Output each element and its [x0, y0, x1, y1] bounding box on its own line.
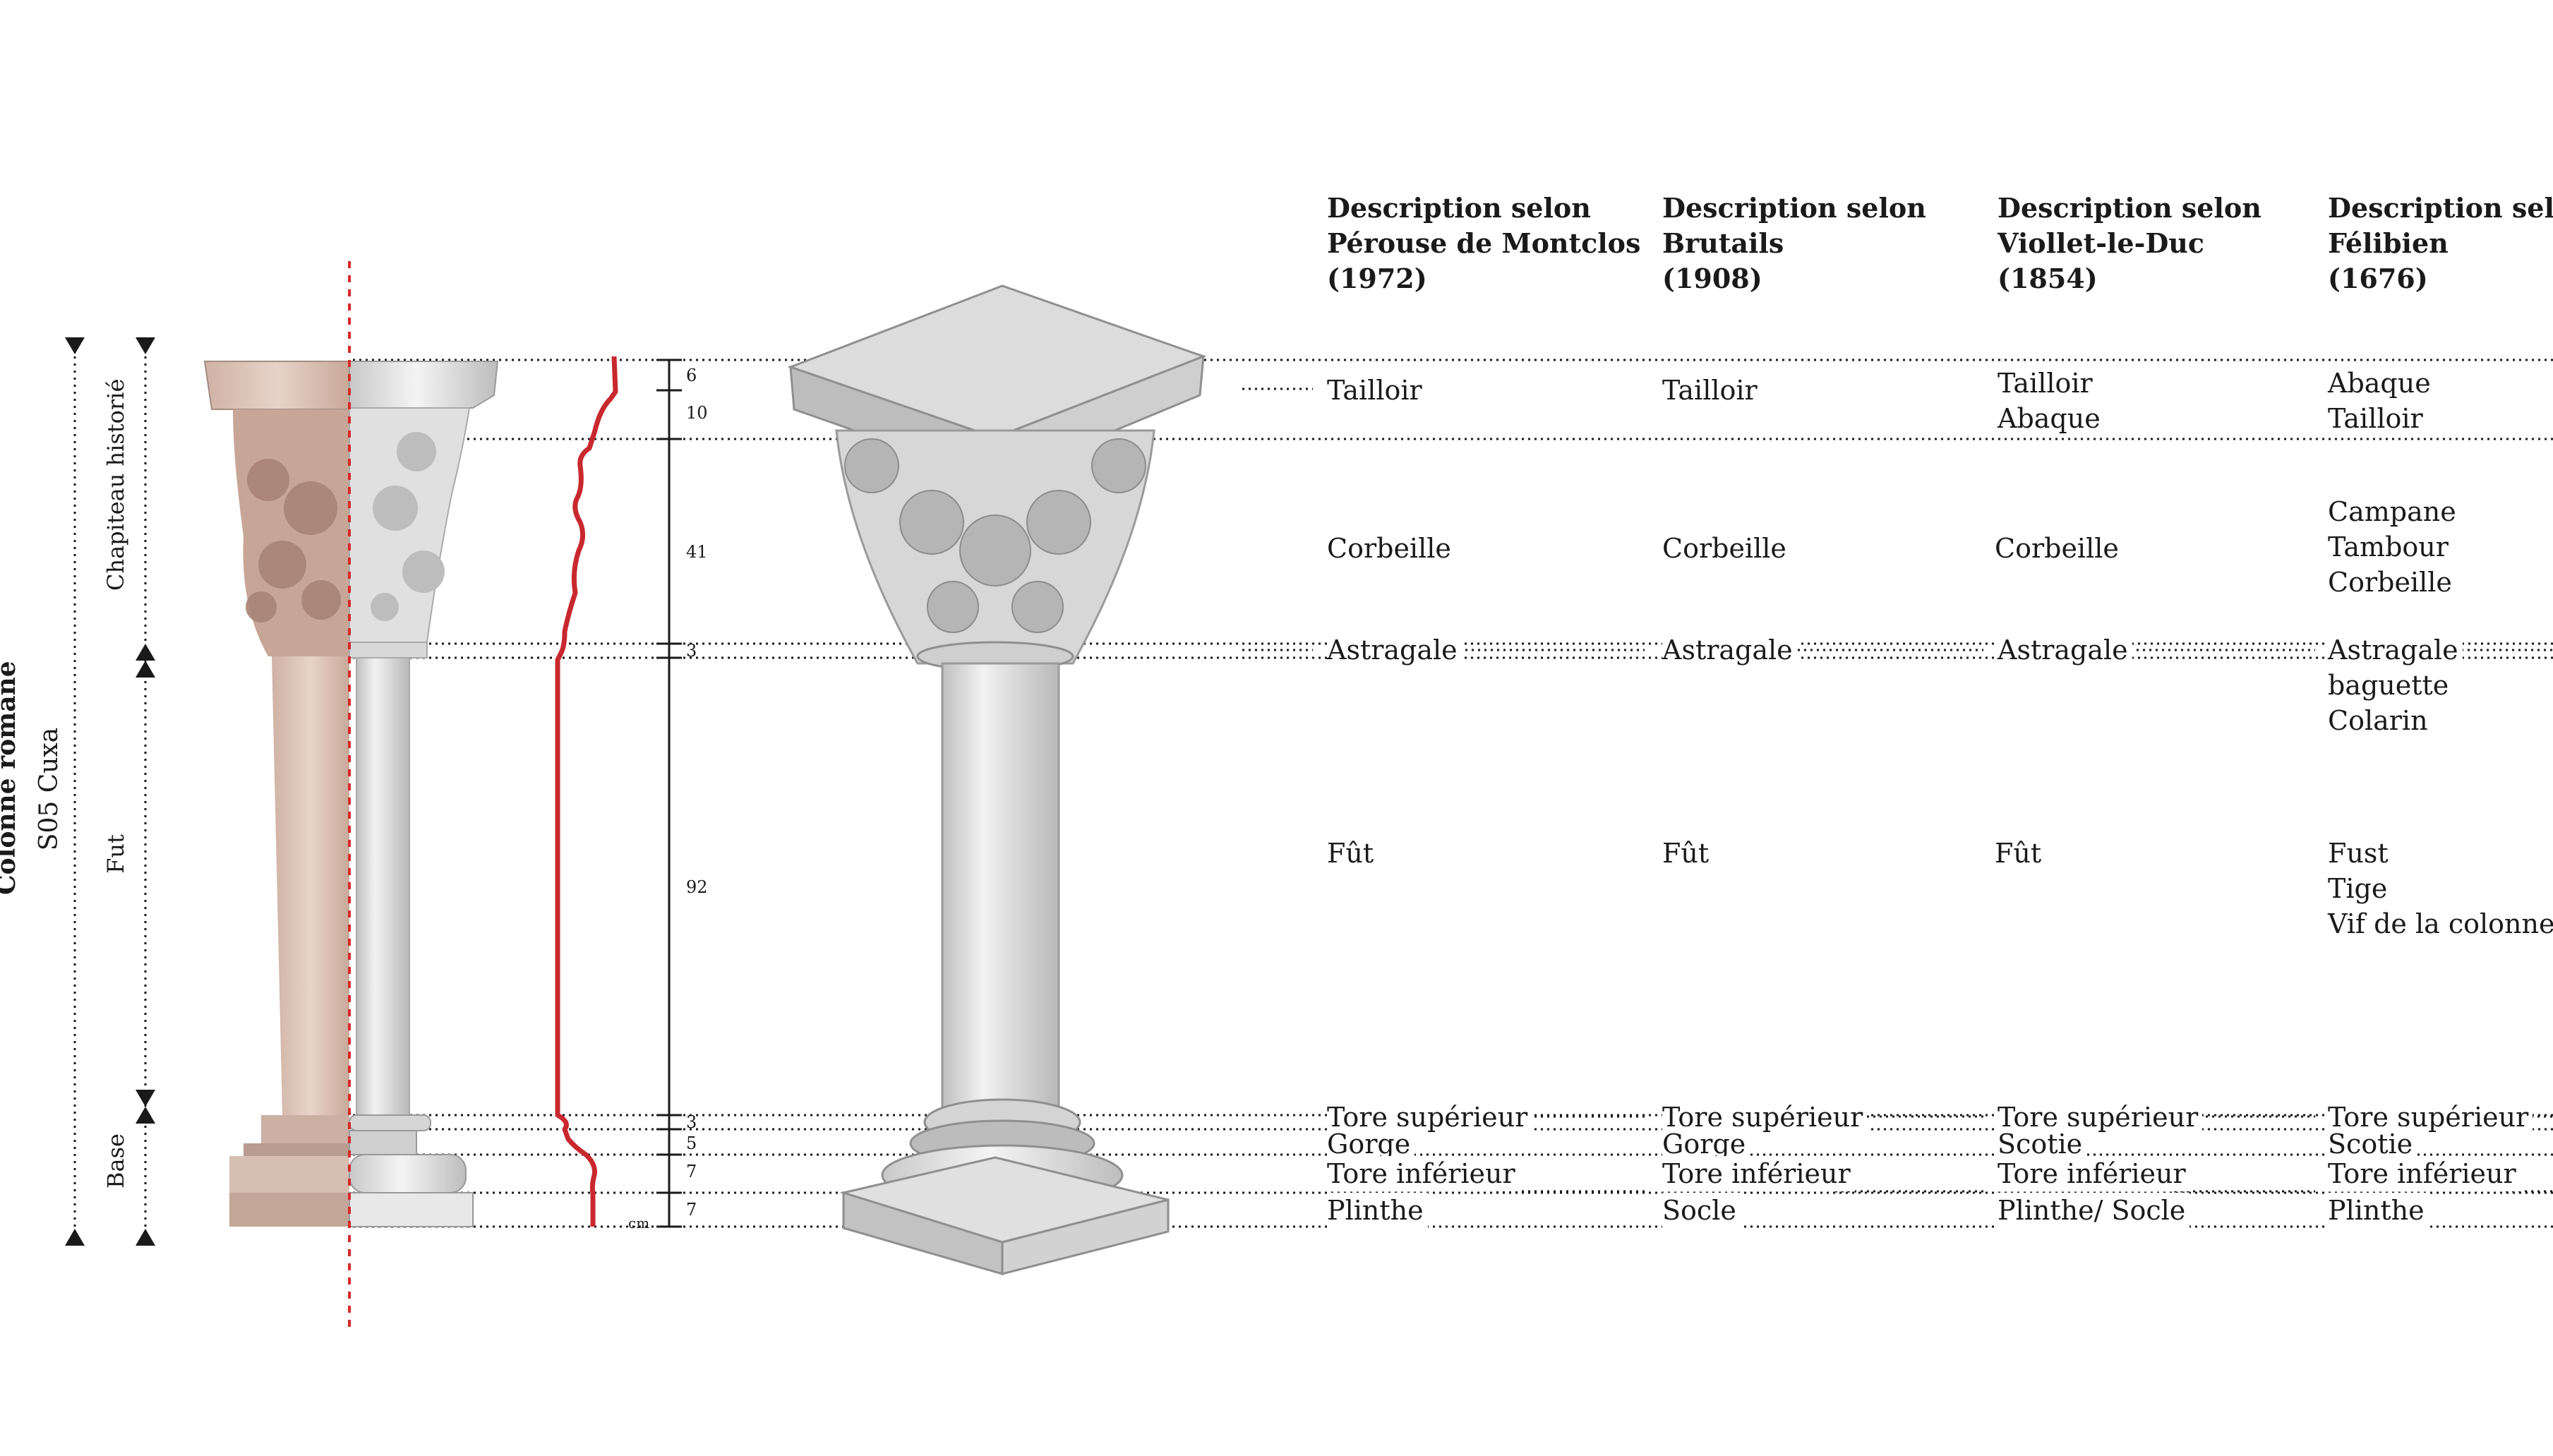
scale-value: 3 — [686, 641, 697, 661]
scale-value: 7 — [686, 1200, 697, 1220]
profile-curve — [555, 356, 618, 1227]
column-model-half — [349, 361, 499, 1227]
scale-values: 6 10 41 3 92 3 5 7 7 cm — [628, 366, 708, 1232]
term-astragale-1: Astragale — [1327, 632, 1462, 668]
term-plinthe-1: Plinthe — [1327, 1193, 1428, 1228]
zone-label-capital: Chapiteau historié — [102, 378, 131, 591]
column-photo — [203, 361, 350, 1227]
term-astragale-3: Astragale — [1998, 632, 2132, 668]
arrow-shaft-bottom — [136, 1090, 155, 1107]
term-fut-1: Fût — [1327, 838, 1374, 869]
arrow-capital-top — [136, 337, 155, 354]
arrow-capital-bottom — [136, 644, 155, 661]
scale-value: 6 — [686, 366, 697, 385]
column-title: Colonne romane — [0, 661, 21, 895]
term-tore-sup-4: Tore supérieur — [2328, 1100, 2533, 1135]
range-markers — [65, 337, 155, 1246]
term-tore-inf-2: Tore inférieur — [1662, 1156, 1855, 1191]
arrow-base-bottom — [136, 1229, 155, 1246]
column-header-3: Description selon Viollet-le-Duc (1854) — [1998, 192, 2261, 294]
term-astragale-2: Astragale — [1662, 632, 1797, 668]
term-corbeille-1: Corbeille — [1327, 533, 1451, 564]
guide-lines — [353, 359, 2553, 1228]
term-plinthe-2: Socle — [1662, 1193, 1741, 1228]
column-header-1: Description selon Pérouse de Montclos (1… — [1327, 192, 1641, 294]
arrow-base-top — [136, 1107, 155, 1124]
term-tore-inf-3: Tore inférieur — [1998, 1156, 2190, 1191]
term-gorge-1: Gorge — [1327, 1126, 1415, 1162]
scale-value: 92 — [686, 877, 708, 897]
term-tore-inf-1: Tore inférieur — [1327, 1156, 1520, 1191]
term-corbeille-3: Corbeille — [1995, 533, 2119, 564]
term-gorge-4: Scotie — [2328, 1126, 2417, 1162]
arrow-bottom-main — [65, 1229, 85, 1246]
zone-label-base: Base — [102, 1131, 131, 1191]
term-gorge-3: Scotie — [1998, 1126, 2087, 1162]
term-gorge-2: Gorge — [1662, 1126, 1750, 1162]
scale-bar — [656, 359, 682, 1228]
column-3d-model — [787, 284, 1207, 1275]
zone-label-shaft: Fut — [102, 829, 131, 879]
scale-value: 3 — [686, 1112, 697, 1132]
scale-value: 7 — [686, 1162, 697, 1181]
scale-value: 41 — [686, 542, 708, 562]
term-abaque-1: Tailloir — [1327, 375, 1422, 406]
term-tore-sup-2: Tore supérieur — [1662, 1100, 1868, 1135]
term-plinthe-4: Plinthe — [2328, 1193, 2429, 1228]
column-header-2: Description selon Brutails (1908) — [1662, 192, 1926, 294]
column-header-4: Description selon Félibien (1676) — [2328, 192, 2553, 294]
term-corbeille-2: Corbeille — [1662, 533, 1786, 564]
scale-value: 5 — [686, 1133, 697, 1153]
term-tore-sup-1: Tore supérieur — [1327, 1100, 1532, 1135]
term-plinthe-3: Plinthe/ Socle — [1998, 1193, 2190, 1228]
scale-value: 10 — [686, 403, 708, 423]
term-abaque-2: Tailloir — [1662, 375, 1758, 406]
term-fut-3: Fût — [1995, 838, 2042, 869]
column-subtitle: S05 Cuxa — [35, 727, 64, 851]
term-fut-2: Fût — [1662, 838, 1710, 869]
scale-unit: cm — [628, 1215, 649, 1232]
arrow-shaft-top — [136, 661, 155, 678]
arrow-top-main — [65, 337, 85, 354]
term-tore-inf-4: Tore inférieur — [2328, 1156, 2521, 1191]
